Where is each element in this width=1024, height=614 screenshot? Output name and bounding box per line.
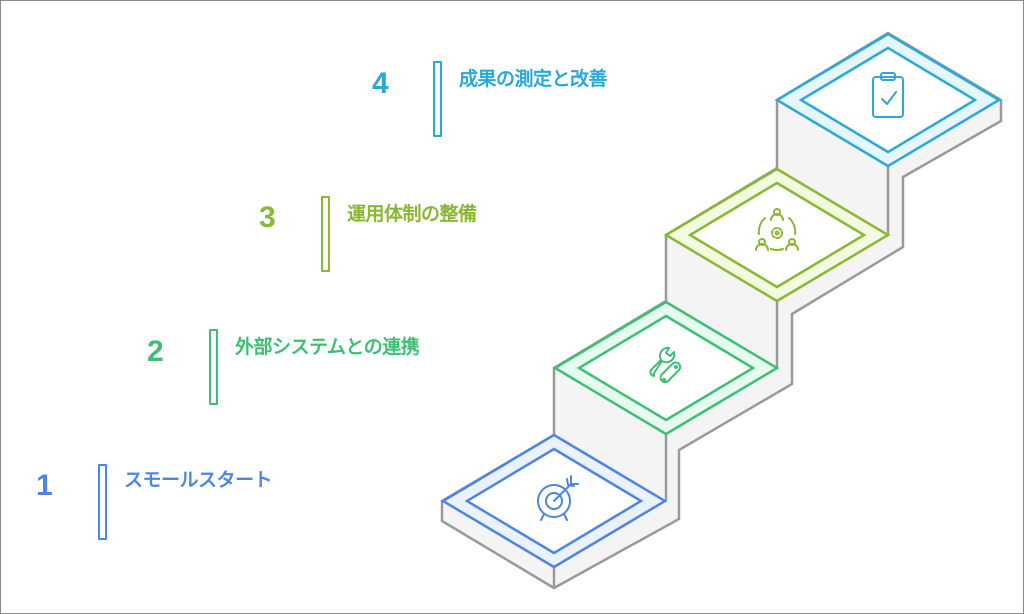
step-number-4: 4 xyxy=(372,67,389,100)
step-top-inner-4 xyxy=(798,46,978,154)
step-label-2: 外部システムとの連携 xyxy=(235,336,420,358)
step-number-3: 3 xyxy=(259,201,276,234)
step-bar-3 xyxy=(321,196,330,272)
step-number-2: 2 xyxy=(147,335,164,368)
step-label-3: 運用体制の整備 xyxy=(347,203,477,225)
clipboard-check-icon xyxy=(872,72,904,118)
team-gear-icon xyxy=(755,208,799,252)
step-top-inner-2 xyxy=(576,314,756,422)
step-bar-1 xyxy=(98,464,107,540)
step-bar-4 xyxy=(433,61,442,137)
step-label-4: 成果の測定と改善 xyxy=(459,68,608,90)
tools-icon xyxy=(649,346,682,384)
step-number-1: 1 xyxy=(36,469,53,502)
step-bar-2 xyxy=(209,329,218,405)
target-arrow-icon xyxy=(537,475,579,521)
step-label-1: スモールスタート xyxy=(124,469,273,491)
